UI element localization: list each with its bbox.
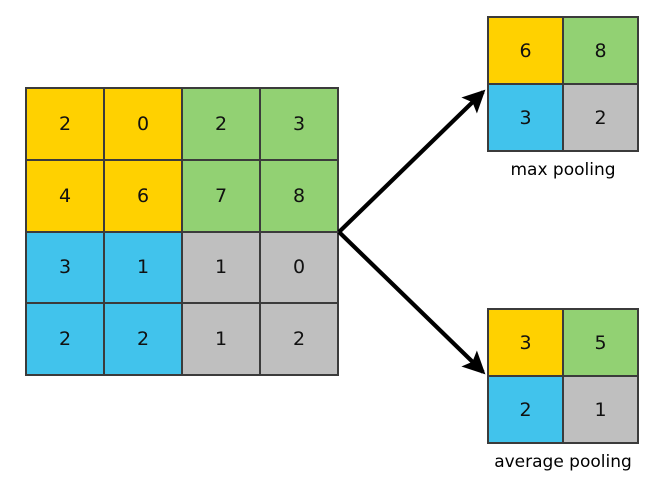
input-cell-r2c2: 1	[183, 232, 261, 305]
max-cell-r1c1: 2	[564, 85, 639, 152]
avg-cell-r1c1: 1	[564, 377, 639, 444]
max-cell-r1c0: 3	[489, 85, 564, 152]
input-cell-r1c3: 8	[261, 160, 339, 233]
arrow-to-max-pooling	[337, 89, 486, 234]
avg-cell-r0c0: 3	[489, 310, 564, 377]
max-cell-r0c0: 6	[489, 18, 564, 85]
input-feature-map-grid: 2 0 2 3 4 6 7 8 3 1 1 0 2 2 1 2	[25, 87, 339, 376]
input-cell-r2c3: 0	[261, 232, 339, 305]
max-pooling-label: max pooling	[510, 160, 616, 180]
input-cell-r0c1: 0	[105, 89, 183, 161]
input-cell-r3c0: 2	[27, 304, 105, 376]
input-cell-r1c0: 4	[27, 160, 105, 233]
input-cell-r3c1: 2	[105, 304, 183, 376]
input-cell-r0c0: 2	[27, 89, 105, 161]
input-cell-r0c2: 2	[183, 89, 261, 161]
input-cell-r1c1: 6	[105, 160, 183, 233]
avg-cell-r1c0: 2	[489, 377, 564, 444]
input-cell-r3c3: 2	[261, 304, 339, 376]
avg-cell-r0c1: 5	[564, 310, 639, 377]
input-cell-r2c0: 3	[27, 232, 105, 305]
input-cell-r0c3: 3	[261, 89, 339, 161]
max-cell-r0c1: 8	[564, 18, 639, 85]
average-pooling-label: average pooling	[494, 452, 632, 472]
max-pooling-output-grid: 6 8 3 2	[487, 16, 639, 152]
input-cell-r3c2: 1	[183, 304, 261, 376]
average-pooling-output-grid: 3 5 2 1	[487, 308, 639, 444]
input-cell-r2c1: 1	[105, 232, 183, 305]
input-cell-r1c2: 7	[183, 160, 261, 233]
arrow-to-average-pooling	[337, 230, 486, 375]
